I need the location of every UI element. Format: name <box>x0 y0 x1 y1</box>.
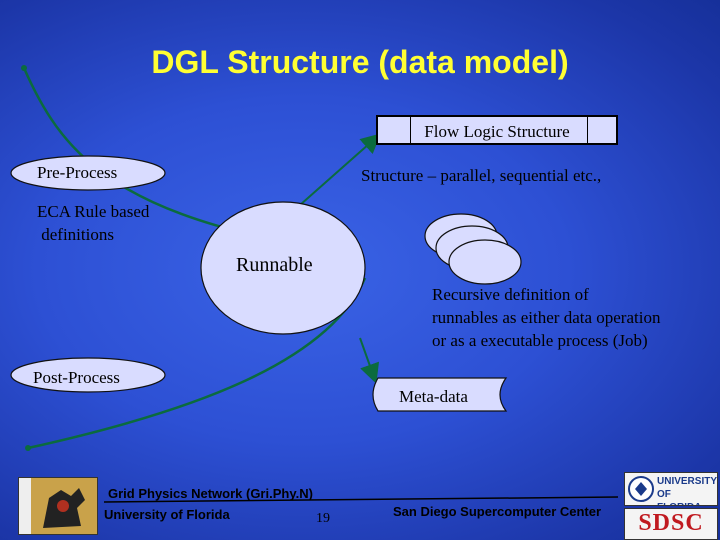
sdsc-logo: SDSC <box>624 508 718 540</box>
arrow-to-flow-logic <box>299 133 381 206</box>
uf-logo: UNIVERSITY OF FLORIDA <box>624 472 718 506</box>
footer-divider <box>103 496 619 503</box>
flow-logic-box: Flow Logic Structure <box>376 115 618 145</box>
sdsc-logo-text: SDSC <box>638 510 704 536</box>
post-process-ellipse <box>10 357 166 393</box>
runnable-label: Runnable <box>236 254 313 276</box>
griphyn-logo <box>18 477 98 535</box>
structure-label: Structure – parallel, sequential etc., <box>361 166 602 185</box>
pre-process-label: Pre-Process <box>37 163 118 182</box>
arrow-to-metadata <box>359 337 380 384</box>
footer-sdsc: San Diego Supercomputer Center <box>393 504 602 519</box>
footer-network: Grid Physics Network (Gri.Phy.N) <box>108 486 313 501</box>
runnable-ellipse <box>200 201 366 335</box>
connector-dot-bottom <box>25 445 31 451</box>
connector-dot-top <box>21 65 27 71</box>
page-number: 19 <box>316 511 330 526</box>
metadata-label: Meta-data <box>399 387 468 406</box>
recursive-definition-label: Recursive definition of runnables as eit… <box>432 285 661 350</box>
pre-process-ellipse <box>10 155 166 191</box>
slide-title: DGL Structure (data model) <box>151 44 569 80</box>
footer-university: University of Florida <box>104 507 230 522</box>
uf-logo-text: UNIVERSITY OF FLORIDA <box>657 476 717 505</box>
flow-logic-label: Flow Logic Structure <box>424 122 570 141</box>
eca-rule-label: ECA Rule based definitions <box>37 202 150 244</box>
metadata-shape <box>372 377 508 412</box>
recursive-ellipse-3 <box>448 239 522 285</box>
post-process-label: Post-Process <box>33 368 120 387</box>
